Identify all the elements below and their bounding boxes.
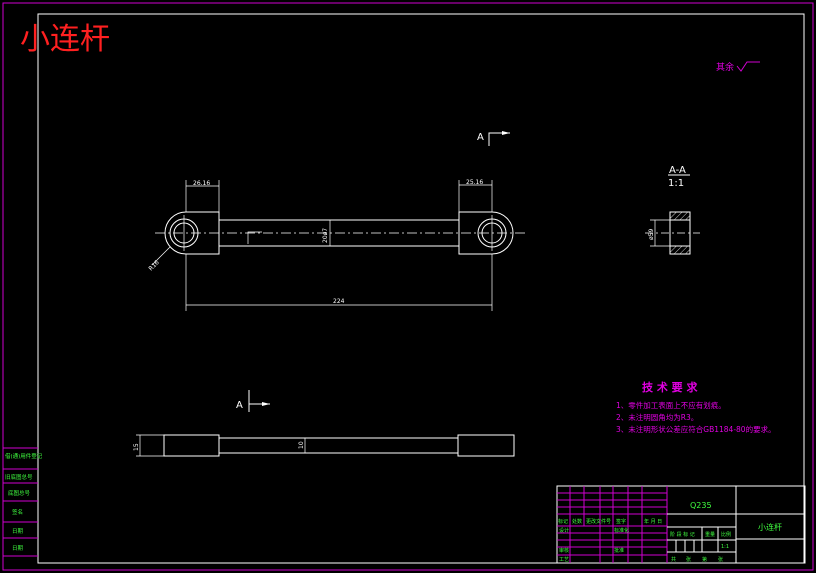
dim-leader bbox=[151, 246, 171, 266]
side-label-4: 签名 bbox=[12, 508, 23, 516]
header-cell-2: 处数 bbox=[572, 518, 582, 525]
arrow-right-icon bbox=[502, 131, 510, 135]
section-hatch-top bbox=[669, 211, 691, 221]
scale-label: 比例 bbox=[721, 531, 731, 538]
side-strip: 借(通)用件登记 旧底图总号 底图总号 签名 日期 日期 bbox=[3, 447, 43, 557]
side-label-review: 审核 bbox=[559, 547, 569, 554]
title-block-border bbox=[556, 485, 806, 564]
side-label-6: 日期 bbox=[12, 545, 24, 552]
side-label-2: 旧底图总号 bbox=[5, 473, 33, 481]
title-block: 标记 处数 更改文件号 签字 年 月 日 设计 标准化 审核 批准 工艺 Q23… bbox=[556, 485, 806, 564]
side-view: 15 10 bbox=[133, 434, 515, 457]
sheet-label-1: 共 bbox=[671, 556, 676, 563]
front-view: 26.16 25.16 20ø7 R16 224 bbox=[147, 179, 525, 311]
tech-item-1: 1、零件加工表面上不应有划痕。 bbox=[616, 400, 726, 410]
left-boss bbox=[164, 211, 220, 255]
dim-side-height-left: 15 bbox=[133, 443, 140, 451]
section-view-scale: 1:1 bbox=[668, 178, 684, 189]
drawing-border bbox=[37, 13, 805, 564]
scale-value: 1:1 bbox=[721, 544, 729, 550]
section-line-top bbox=[488, 132, 510, 146]
side-left-block bbox=[163, 434, 220, 457]
tech-item-3: 3、未注明形状公差应符合GB1184-80的要求。 bbox=[616, 424, 776, 434]
section-hatch-bottom bbox=[669, 245, 691, 255]
side-label-process: 工艺 bbox=[559, 557, 569, 563]
section-marker-bottom: A bbox=[236, 390, 270, 412]
side-label-5: 日期 bbox=[12, 528, 24, 535]
right-boss bbox=[458, 211, 514, 255]
dim-right-boss-width: 25.16 bbox=[466, 179, 483, 186]
roughness-text: 其余 bbox=[716, 61, 734, 73]
header-cell-3: 更改文件号 bbox=[586, 518, 611, 525]
section-marker-top-label: A bbox=[477, 132, 484, 143]
side-right-block bbox=[457, 434, 515, 457]
tech-requirements: 技 术 要 求 1、零件加工表面上不应有划痕。 2、未注明圆角均为R3。 3、未… bbox=[616, 380, 776, 434]
side-label-standard: 标准化 bbox=[614, 527, 629, 534]
tech-heading: 技 术 要 求 bbox=[642, 380, 698, 394]
side-label-3: 底图总号 bbox=[8, 489, 31, 497]
roughness-note: 其余 bbox=[716, 61, 760, 73]
sheet-label-3: 第 bbox=[702, 556, 707, 563]
dim-left-boss-width: 26.16 bbox=[193, 180, 210, 187]
sheet-label-2: 张 bbox=[686, 556, 691, 563]
dim-shaft-height: 20ø7 bbox=[322, 228, 329, 243]
section-view-title: A-A bbox=[669, 165, 686, 176]
section-marker-bottom-label: A bbox=[236, 400, 243, 411]
sheet-label-4: 张 bbox=[718, 556, 723, 563]
header-cell-1: 标记 bbox=[558, 518, 568, 525]
part-name: 小连杆 bbox=[758, 522, 782, 532]
section-diameter: ø59 bbox=[648, 229, 655, 240]
arrow-right-icon bbox=[262, 402, 270, 406]
section-marker-top: A bbox=[477, 131, 510, 146]
side-label-design: 设计 bbox=[559, 527, 569, 534]
section-indicator bbox=[247, 231, 262, 244]
stage-label: 阶 段 标 记 bbox=[670, 531, 695, 538]
weight-label: 重量 bbox=[705, 531, 715, 538]
watermark-title: 小连杆 bbox=[20, 22, 110, 57]
header-cell-4: 签字 bbox=[616, 518, 626, 525]
dim-side-height-mid: 10 bbox=[298, 441, 305, 449]
roughness-icon bbox=[736, 61, 760, 72]
tech-item-2: 2、未注明圆角均为R3。 bbox=[616, 412, 698, 422]
dim-boss-radius: R16 bbox=[147, 259, 160, 272]
section-view: A-A 1:1 ø59 bbox=[645, 165, 700, 255]
header-cell-5: 年 月 日 bbox=[644, 518, 662, 525]
section-line-bottom bbox=[248, 390, 270, 412]
revision-grid bbox=[557, 486, 668, 563]
side-label-approve: 批准 bbox=[614, 547, 624, 554]
material: Q235 bbox=[690, 501, 712, 510]
dim-overall-length: 224 bbox=[333, 298, 345, 305]
side-label-1: 借(通)用件登记 bbox=[5, 452, 43, 460]
